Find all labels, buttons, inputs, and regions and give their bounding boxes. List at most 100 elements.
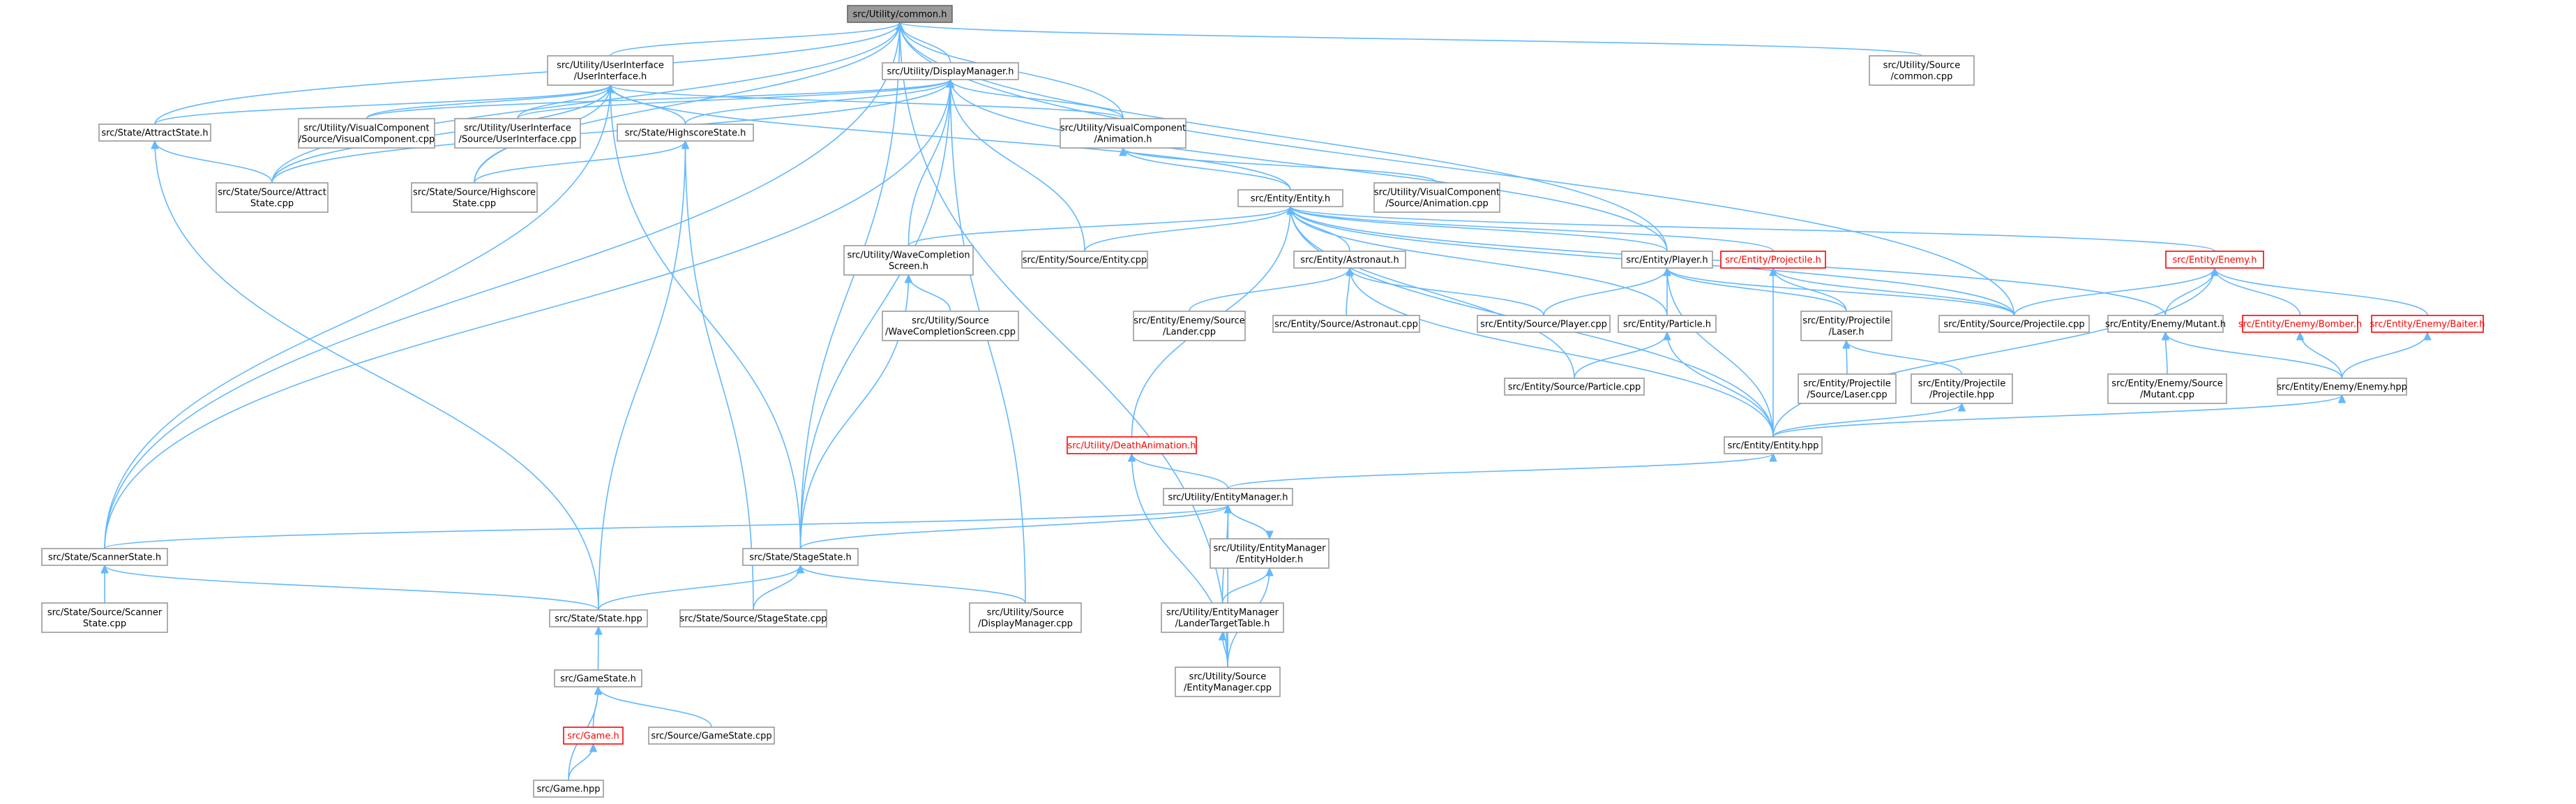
dependency-edge	[1084, 205, 1295, 252]
node-box	[1175, 667, 1281, 697]
node-label: src/State/Source/StageState.cpp	[680, 614, 827, 625]
node-highscore-cpp[interactable]: src/State/Source/HighscoreState.cpp	[411, 182, 538, 213]
node-anim-cpp[interactable]: src/Utility/VisualComponent/Source/Anima…	[1373, 182, 1500, 213]
node-vc-cpp[interactable]: src/Utility/VisualComponent/Source/Visua…	[298, 118, 435, 149]
node-laser-h[interactable]: src/Entity/Projectile/Laser.h	[1800, 311, 1892, 341]
arrowhead	[796, 564, 805, 574]
node-common-cpp[interactable]: src/Utility/Source/common.cpp	[1869, 55, 1975, 86]
node-player-cpp[interactable]: src/Entity/Source/Player.cpp	[1477, 315, 1611, 333]
node-scanner-h[interactable]: src/State/ScannerState.h	[41, 548, 168, 566]
node-label: /Laser.h	[1829, 327, 1865, 338]
node-box	[1210, 538, 1330, 569]
node-box	[1272, 315, 1420, 333]
node-box	[1800, 311, 1892, 341]
edge-line	[907, 79, 951, 246]
node-entity-hpp[interactable]: src/Entity/Entity.hpp	[1724, 436, 1823, 454]
edge-line	[684, 79, 951, 125]
dependency-edge	[1769, 267, 2015, 316]
node-label: /Source/Animation.cpp	[1385, 199, 1488, 209]
node-laser-cpp[interactable]: src/Entity/Projectile/Source/Laser.cpp	[1798, 373, 1897, 404]
edge-line	[1772, 267, 2015, 316]
node-baiter-h[interactable]: src/Entity/Enemy/Baiter.h	[2370, 315, 2485, 333]
node-label: src/Source/GameState.cpp	[651, 731, 771, 742]
node-box	[2242, 315, 2358, 333]
edge-line	[1290, 206, 2215, 252]
node-box	[1133, 311, 1246, 341]
arrowhead	[681, 140, 690, 149]
node-display-h[interactable]: src/Utility/DisplayManager.h	[882, 62, 1019, 80]
node-holder-h[interactable]: src/Utility/EntityManager/EntityHolder.h	[1210, 538, 1330, 569]
node-gamestate-h[interactable]: src/GameState.h	[554, 669, 642, 687]
node-mutant-h[interactable]: src/Entity/Enemy/Mutant.h	[2105, 315, 2226, 333]
edge-line	[1122, 147, 1438, 184]
dependency-edge	[104, 504, 1233, 549]
node-attract-h[interactable]: src/State/AttractState.h	[98, 124, 211, 142]
node-scanner-cpp[interactable]: src/State/Source/ScannerState.cpp	[41, 602, 168, 633]
node-label: src/Utility/UserInterface	[557, 61, 664, 71]
node-stage-h[interactable]: src/State/StageState.h	[742, 548, 859, 566]
arrowhead	[1957, 402, 1966, 412]
node-particle-h[interactable]: src/Entity/Particle.h	[1618, 315, 1717, 333]
dependency-edge	[1574, 331, 1671, 379]
arrowhead	[1218, 631, 1227, 641]
node-game-hpp[interactable]: src/Game.hpp	[533, 780, 604, 798]
dependency-edge	[896, 21, 1228, 668]
node-proj-hpp[interactable]: src/Entity/Projectile/Projectile.hpp	[1911, 373, 2013, 404]
node-attract-cpp[interactable]: src/State/Source/AttractState.cpp	[216, 182, 329, 213]
dependency-edge	[2161, 331, 2343, 379]
node-anim-h[interactable]: src/Utility/VisualComponent/Animation.h	[1060, 118, 1187, 149]
edge-line	[104, 505, 1229, 549]
node-label: src/State/StageState.h	[749, 553, 852, 563]
edge-line	[899, 22, 2015, 316]
node-wave-cpp[interactable]: src/Utility/Source/WaveCompletionScreen.…	[882, 311, 1019, 341]
node-projectile-h[interactable]: src/Entity/Projectile.h	[1720, 251, 1826, 269]
edge-line	[610, 84, 1291, 191]
edge-line	[517, 79, 951, 119]
node-label: src/Entity/Enemy/Source	[2111, 379, 2223, 389]
node-em-h[interactable]: src/Utility/EntityManager.h	[1163, 488, 1293, 506]
arrowhead	[2423, 331, 2432, 341]
node-entity-h[interactable]: src/Entity/Entity.h	[1237, 189, 1343, 207]
dependency-edge	[1127, 452, 1229, 489]
node-label: src/Entity/Enemy/Mutant.h	[2105, 320, 2226, 330]
node-bomber-h[interactable]: src/Entity/Enemy/Bomber.h	[2238, 315, 2362, 333]
node-box	[2107, 373, 2227, 404]
edge-line	[1772, 394, 2343, 438]
arrowhead	[1663, 267, 1671, 276]
node-enemy-h[interactable]: src/Entity/Enemy.h	[2165, 251, 2264, 269]
node-stage-cpp[interactable]: src/State/Source/StageState.cpp	[679, 609, 827, 627]
node-state-hpp[interactable]: src/State/State.hpp	[549, 609, 648, 627]
edge-line	[2164, 332, 2343, 379]
node-common-h[interactable]: src/Utility/common.h	[847, 5, 953, 23]
node-player-h[interactable]: src/Entity/Player.h	[1621, 251, 1713, 269]
edge-line	[271, 84, 611, 184]
node-label: src/Entity/Enemy/Enemy.hpp	[2277, 382, 2407, 393]
node-box	[1621, 251, 1713, 269]
node-ui-cpp[interactable]: src/Utility/UserInterface/Source/UserInt…	[454, 118, 581, 149]
dependency-edge	[904, 274, 951, 312]
node-enemy-hpp[interactable]: src/Entity/Enemy/Enemy.hpp	[2277, 378, 2407, 396]
node-em-cpp[interactable]: src/Utility/Source/EntityManager.cpp	[1175, 667, 1281, 697]
dependency-edge	[1119, 147, 1291, 191]
node-gamestate-cpp[interactable]: src/Source/GameState.cpp	[648, 727, 775, 745]
node-proj-cpp[interactable]: src/Entity/Source/Projectile.cpp	[1938, 315, 2090, 333]
node-ui-h[interactable]: src/Utility/UserInterface/UserInterface.…	[547, 55, 674, 86]
node-entity-cpp[interactable]: src/Entity/Source/Entity.cpp	[1021, 251, 1148, 269]
node-particle-cpp[interactable]: src/Entity/Source/Particle.cpp	[1504, 378, 1645, 396]
edge-line	[568, 743, 594, 781]
node-astro-cpp[interactable]: src/Entity/Source/Astronaut.cpp	[1272, 315, 1420, 333]
node-lander-cpp[interactable]: src/Entity/Enemy/Source/Lander.cpp	[1133, 311, 1246, 341]
dependency-edge	[594, 625, 603, 671]
node-astro-h[interactable]: src/Entity/Astronaut.h	[1293, 251, 1406, 269]
node-box	[882, 311, 1019, 341]
node-mutant-cpp[interactable]: src/Entity/Enemy/Source/Mutant.cpp	[2107, 373, 2227, 404]
node-highscore-h[interactable]: src/State/HighscoreState.h	[617, 124, 754, 142]
node-game-h[interactable]: src/Game.h	[563, 727, 624, 745]
node-box	[1163, 488, 1293, 506]
node-wave-h[interactable]: src/Utility/WaveCompletionScreen.h	[843, 245, 974, 276]
node-dm-cpp[interactable]: src/Utility/Source/DisplayManager.cpp	[969, 602, 1082, 633]
arrowhead	[1265, 567, 1274, 576]
node-death-h[interactable]: src/Utility/DeathAnimation.h	[1067, 436, 1197, 454]
arrowhead	[1127, 452, 1136, 462]
node-ltt-h[interactable]: src/Utility/EntityManager/LanderTargetTa…	[1161, 602, 1284, 633]
